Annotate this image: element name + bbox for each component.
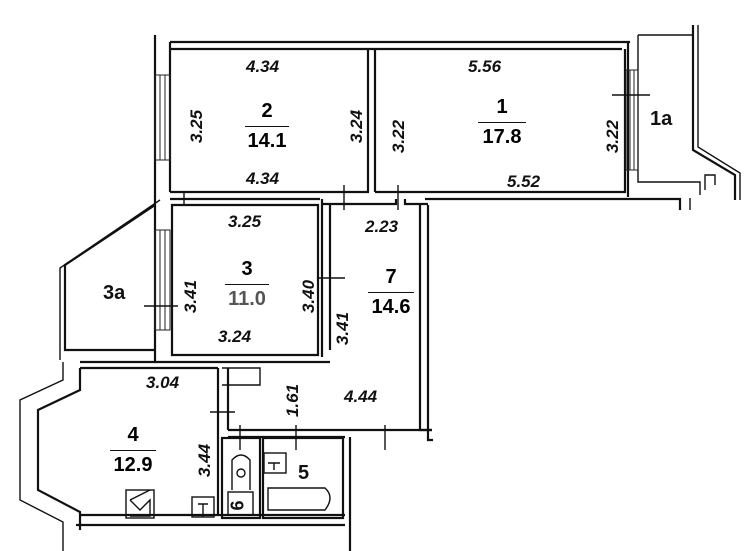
room-7-dim-top: 2.23 xyxy=(365,217,399,236)
room-7-label: 7 14.6 xyxy=(368,266,414,319)
room-4-number: 4 xyxy=(110,424,156,451)
room-4-area: 12.9 xyxy=(113,454,153,476)
corridor-dim-length: 4.44 xyxy=(344,387,378,406)
room-1-dim-right: 3.22 xyxy=(603,119,623,154)
room-3-dim-top: 3.25 xyxy=(228,212,262,231)
room-1-label: 1 17.8 xyxy=(478,96,526,149)
balcony-1a-label: 1a xyxy=(650,108,673,130)
room-2-area: 14.1 xyxy=(247,130,287,152)
room-3-dim-bottom: 3.24 xyxy=(218,327,252,346)
room-3-dim-left: 3.41 xyxy=(181,279,201,314)
room-6-label: 6 xyxy=(227,500,248,511)
room-7-area: 14.6 xyxy=(371,296,411,318)
room-2-label: 2 14.1 xyxy=(245,100,289,153)
room-4-label: 4 12.9 xyxy=(110,424,156,477)
room-1-dim-top: 5.56 xyxy=(468,57,502,76)
room-1-number: 1 xyxy=(478,96,526,123)
room-3-number: 3 xyxy=(225,258,269,285)
room-4-dim-right: 3.44 xyxy=(195,443,215,478)
room-3-label: 3 11.0 xyxy=(225,258,269,311)
door-markers xyxy=(144,94,650,450)
room-7-number: 7 xyxy=(368,266,414,293)
room-2-number: 2 xyxy=(245,100,289,127)
room-2-dim-right: 3.24 xyxy=(347,109,367,144)
room-3-dim-right: 3.40 xyxy=(299,279,319,314)
room-7-dim-left: 3.41 xyxy=(333,311,353,346)
room-2-dim-bottom: 4.34 xyxy=(246,169,280,188)
corridor-dim-width: 1.61 xyxy=(283,383,303,418)
room-1-dim-left: 3.22 xyxy=(389,119,409,154)
room-3-area: 11.0 xyxy=(228,288,266,310)
windows xyxy=(154,69,639,331)
room-4-dim-top: 3.04 xyxy=(146,373,180,392)
room-2-dim-top: 4.34 xyxy=(246,57,280,76)
room-1-area: 17.8 xyxy=(482,126,522,148)
room-2-dim-left: 3.25 xyxy=(187,109,207,144)
room-1-dim-bottom: 5.52 xyxy=(507,172,541,191)
room-5-label: 5 xyxy=(298,462,310,484)
balcony-3a-label: 3a xyxy=(103,282,126,304)
